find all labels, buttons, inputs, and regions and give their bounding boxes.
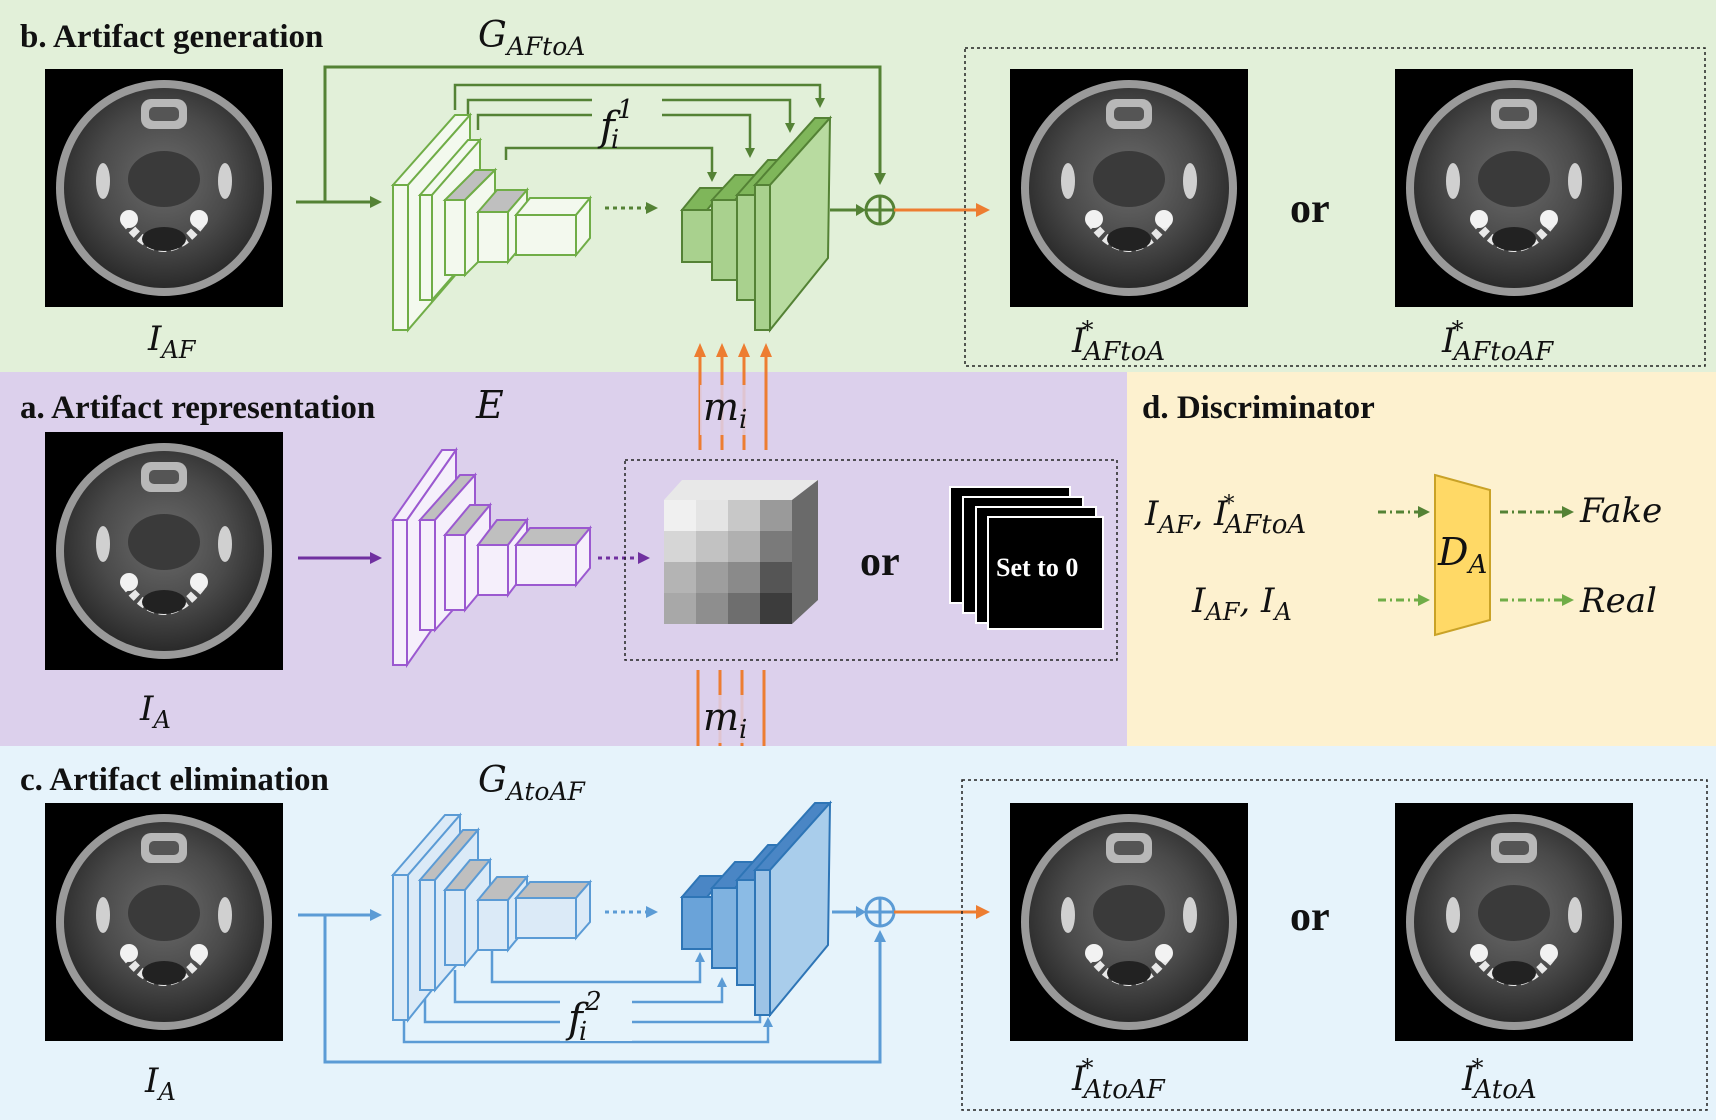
output-ct-image-aftaf bbox=[1395, 69, 1633, 307]
real-label: Real bbox=[1579, 581, 1657, 621]
representation-or-label: or bbox=[860, 539, 900, 585]
encoder-label: E bbox=[475, 383, 504, 427]
generator-atoaf-label: GAtoAF bbox=[478, 760, 587, 806]
latent-dotted-arrow-head bbox=[646, 202, 658, 214]
elimination-residual-connection bbox=[323, 915, 882, 1064]
generation-or-label: or bbox=[1290, 186, 1330, 232]
decoder-to-sum-head bbox=[856, 204, 866, 216]
residual-connection bbox=[323, 65, 882, 202]
skip-arrow-heads-f1 bbox=[707, 98, 825, 182]
panel-artifact-generation: b. Artifact generation GAFtoA IAF fi1 bbox=[0, 0, 1716, 372]
fake-output-arrow-head bbox=[1562, 506, 1574, 518]
output-label-afta: I*AFtoA bbox=[1071, 316, 1165, 367]
fake-input-arrow-head bbox=[1418, 506, 1430, 518]
real-input-arrow-head bbox=[1418, 594, 1430, 606]
output-label-aftaf: I*AFtoAF bbox=[1441, 316, 1554, 367]
fake-label: Fake bbox=[1579, 491, 1662, 531]
discriminator-input-pair-fake: IAF, I*AFtoA bbox=[1144, 492, 1306, 540]
skip-label-f1: fi1 bbox=[597, 95, 634, 155]
elimination-input-label: IA bbox=[144, 1061, 176, 1106]
elimination-residual-arrow-head bbox=[874, 930, 886, 942]
real-output-arrow-head bbox=[1562, 594, 1574, 606]
discriminator-panel-title: d. Discriminator bbox=[1142, 390, 1375, 426]
elimination-or-label: or bbox=[1290, 894, 1330, 940]
panel-artifact-elimination: c. Artifact elimination GAtoAF IA fi2 bbox=[0, 746, 1716, 1120]
latent-code-box bbox=[624, 459, 1118, 661]
code-label-up-bg bbox=[700, 385, 755, 435]
code-up-arrow-heads bbox=[694, 343, 772, 357]
elimination-output-arrow-head bbox=[976, 905, 990, 919]
representation-panel-title: a. Artifact representation bbox=[20, 390, 375, 426]
residual-arrow-head bbox=[874, 173, 886, 185]
artifact-code-cube bbox=[664, 480, 818, 624]
elimination-decoder-blocks bbox=[679, 800, 833, 1018]
generator-encoder-blocks bbox=[390, 112, 593, 333]
discriminator-block-label: DA bbox=[1437, 530, 1487, 580]
elimination-panel-title: c. Artifact elimination bbox=[20, 762, 329, 798]
elimination-input-ct-image bbox=[45, 803, 283, 1041]
output-ct-image-afta bbox=[1010, 69, 1248, 307]
discriminator-block bbox=[1434, 473, 1491, 637]
discriminator-panel-background bbox=[1127, 372, 1716, 746]
artifact-encoder-blocks bbox=[391, 446, 593, 669]
skip-label-f2: fi2 bbox=[565, 987, 602, 1047]
output-label-atoa: I*AtoA bbox=[1461, 1054, 1537, 1105]
output-ct-image-atoaf bbox=[1010, 803, 1248, 1041]
code-label-down-bg bbox=[700, 695, 755, 743]
elimination-dotted-arrow-head bbox=[646, 906, 658, 918]
zero-code-label: Set to 0 bbox=[996, 553, 1078, 582]
panel-discriminator: d. Discriminator IAF, I*AFtoA IAF, IA DA… bbox=[1127, 372, 1716, 746]
input-label-iaf: IAF bbox=[147, 319, 197, 364]
input-arrow-head bbox=[370, 196, 382, 208]
generation-output-box bbox=[964, 47, 1706, 367]
zero-code-stack: Set to 0 bbox=[949, 486, 1104, 630]
code-label-up: mi bbox=[703, 385, 747, 435]
generator-afta-label: GAFtoA bbox=[478, 15, 585, 61]
elimination-encoder-blocks bbox=[390, 812, 593, 1023]
discriminator-input-pair-real: IAF, IA bbox=[1191, 581, 1292, 626]
skip-label-bg-f1 bbox=[592, 90, 662, 146]
output-label-atoaf: I*AtoAF bbox=[1071, 1054, 1166, 1105]
generation-panel-title: b. Artifact generation bbox=[20, 19, 323, 55]
input-ct-image-a bbox=[45, 432, 283, 670]
representation-input-label: IA bbox=[139, 689, 171, 734]
code-label-down: mi bbox=[703, 695, 747, 745]
encoder-dotted-arrow-head bbox=[638, 552, 650, 564]
encoder-input-arrow-head bbox=[370, 552, 382, 564]
input-ct-image-af bbox=[45, 69, 283, 307]
elimination-output-box bbox=[961, 779, 1708, 1111]
skip-label-bg-f2 bbox=[560, 985, 632, 1041]
output-ct-image-atoa bbox=[1395, 803, 1633, 1041]
panel-artifact-representation: a. Artifact representation E IA or bbox=[0, 343, 1127, 774]
generator-decoder-blocks bbox=[679, 115, 833, 333]
output-arrow-orange-head bbox=[976, 203, 990, 217]
elimination-input-arrow-head bbox=[370, 909, 382, 921]
elimination-decoder-to-sum-head bbox=[856, 906, 866, 918]
